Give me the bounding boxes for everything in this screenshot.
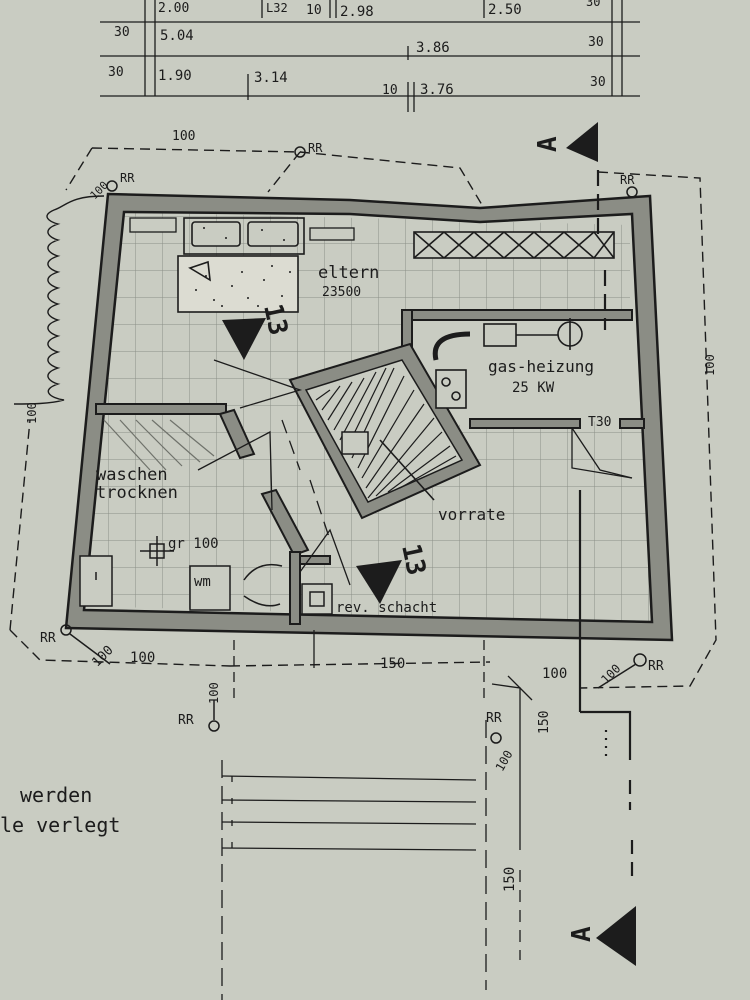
section-label: A: [567, 926, 597, 942]
table-cell: 30: [590, 75, 606, 90]
room-label-trocknen: trocknen: [96, 483, 178, 503]
downpipe-spiral: [13, 195, 105, 405]
rr-label: RR: [178, 713, 194, 728]
note-line-1: werden: [20, 783, 92, 807]
dimension-table: [100, 0, 640, 112]
dimension-label: 100: [598, 661, 623, 686]
laundry-hatching: [103, 419, 215, 471]
floor-drain-label: gr 100: [168, 536, 219, 552]
rr-label: RR: [120, 171, 135, 185]
dimension-label: 100: [89, 643, 116, 670]
section-marker-bottom: [596, 906, 636, 966]
note-line-2: le verlegt: [0, 813, 120, 837]
table-cell: 3.76: [420, 82, 454, 98]
table-cell: 2.50: [488, 2, 522, 18]
shaft-label: rev. schacht: [336, 600, 437, 616]
dimension-label: 150: [502, 867, 518, 892]
dimension-label: 100: [493, 748, 516, 774]
dimension-label: 150: [537, 711, 552, 734]
heating-power: 25 KW: [512, 380, 555, 396]
table-cell: 3.86: [416, 40, 450, 56]
dimension-table-labels: 2.00 L32 10 2.98 2.50 30 30 5.04 3.86 30…: [108, 0, 606, 98]
stair-number: 13: [395, 541, 431, 578]
room-label-eltern: eltern: [318, 263, 379, 283]
dimension-label: 100: [25, 402, 39, 424]
table-cell: 10: [382, 83, 398, 98]
section-label: A: [533, 136, 563, 152]
washer-label: wm: [194, 574, 211, 590]
interior-walls: [95, 309, 645, 625]
table-cell: 30: [108, 65, 124, 80]
section-marker-top: [566, 122, 598, 162]
table-cell: 30: [588, 35, 604, 50]
marker-labels: RR RR RR RR RR RR RR A A: [40, 136, 664, 942]
stair-direction-markers: [222, 318, 402, 604]
roof-outline: [9, 147, 717, 689]
staircase: [288, 342, 482, 520]
rr-label: RR: [648, 659, 664, 674]
dimension-label: 100: [172, 129, 195, 144]
dimension-label: 100: [207, 682, 221, 704]
table-cell: 10: [306, 3, 322, 18]
heating-equipment: [432, 318, 583, 409]
room-labels: eltern 23500 gas-heizung 25 KW T30 wasch…: [96, 263, 611, 616]
pipe-lines: [578, 170, 634, 880]
room-label-vorrate: vorrate: [438, 505, 505, 524]
downpipe-markers: [60, 146, 647, 744]
table-cell: 30: [114, 25, 130, 40]
door-swings: [197, 359, 633, 586]
table-cell: L32: [266, 1, 288, 15]
wardrobe-small: [309, 227, 355, 241]
rr-label: RR: [620, 173, 635, 187]
wardrobe: [413, 231, 615, 259]
table-cell: 5.04: [160, 28, 194, 44]
room-label-waschen: waschen: [96, 465, 168, 485]
floor-drain-icon: [140, 536, 174, 566]
rr-label: RR: [486, 711, 502, 726]
rr-label: RR: [40, 631, 56, 646]
table-cell: 2.98: [340, 4, 374, 20]
room-area: 23500: [322, 285, 361, 300]
laundry-fixtures: [79, 555, 333, 615]
table-cell: 1.90: [158, 68, 192, 84]
exterior-walls: [64, 192, 674, 642]
dimension-label: 100: [130, 650, 155, 666]
table-cell: 30: [586, 0, 600, 9]
table-cell: 3.14: [254, 70, 288, 86]
notes: werden le verlegt: [0, 783, 120, 837]
dimension-label: 100: [542, 666, 567, 682]
table-cell: 2.00: [158, 1, 189, 16]
dimension-label: 150: [380, 656, 405, 672]
stair-number: 13: [257, 301, 293, 338]
nightstand: [129, 217, 177, 233]
rr-label: RR: [308, 141, 323, 155]
bed-texture: [195, 227, 291, 307]
room-label-gas-heizung: gas-heizung: [488, 357, 594, 376]
door-rating: T30: [588, 415, 611, 430]
dimension-lines: [221, 630, 533, 1000]
dimension-label: 100: [703, 354, 717, 376]
bed: [177, 217, 305, 313]
